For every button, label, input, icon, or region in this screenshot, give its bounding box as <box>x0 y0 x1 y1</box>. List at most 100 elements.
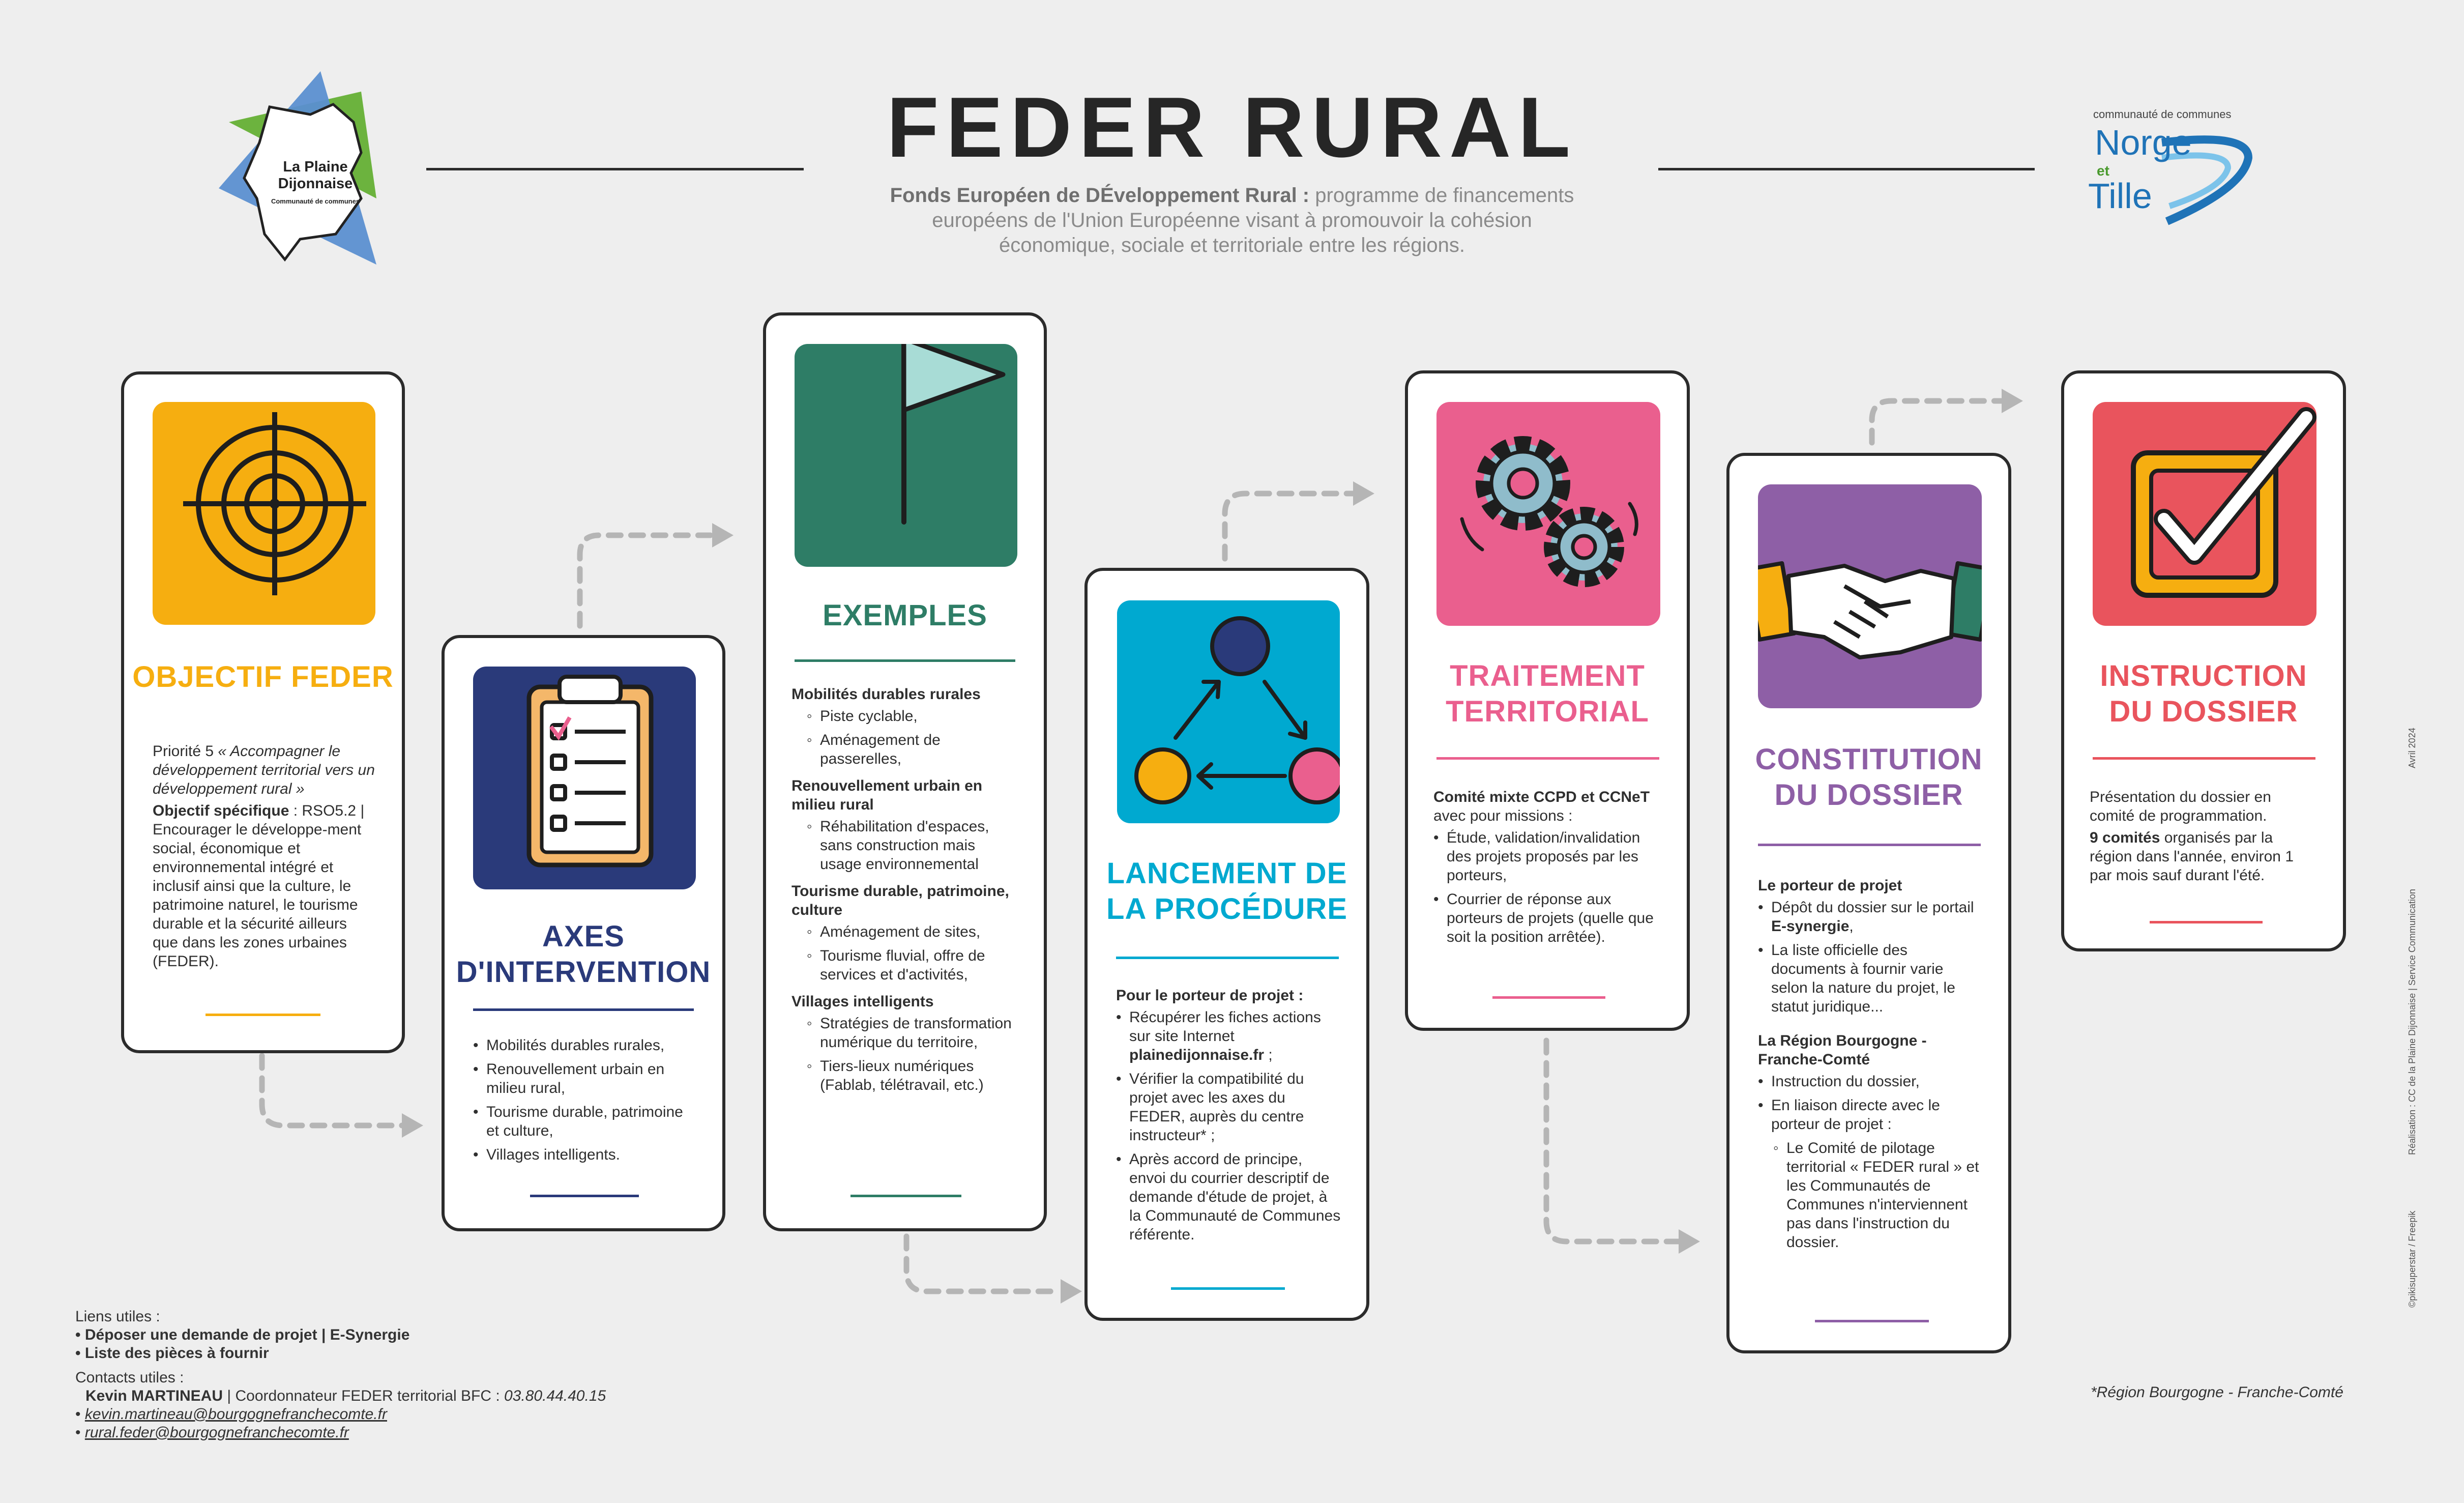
list-item: Tourisme durable, patrimoine et culture, <box>473 1103 697 1140</box>
logo-left-sub: Communauté de communes <box>271 197 360 205</box>
list-item: Vérifier la compatibilité du projet avec… <box>1116 1070 1342 1145</box>
lancement-head: Pour le porteur de projet : <box>1116 987 1304 1004</box>
email-2[interactable]: • rural.feder@bourgognefranchecomte.fr <box>75 1424 349 1441</box>
objectif-priority: Priorité 5 « Accompagner le développemen… <box>153 743 375 797</box>
traitement-title-line2: TERRITORIAL <box>1446 695 1649 728</box>
list-item: Étude, validation/invalidation des proje… <box>1433 828 1662 885</box>
norge-tille-swoosh <box>2161 135 2253 225</box>
title-divider-left <box>426 168 804 170</box>
card-constitution-dossier: CONSTITUTION DU DOSSIER Le porteur de pr… <box>1726 453 2011 1353</box>
flag-icon <box>795 344 1017 567</box>
list-item: Courrier de réponse aux porteurs de proj… <box>1433 890 1662 946</box>
constitution-bottom-line <box>1815 1320 1929 1322</box>
credit-images: ©pikisuperstar / Freepik <box>2407 1210 2417 1308</box>
exemples-bottom-line <box>850 1195 961 1197</box>
constitution-body: Le porteur de projet Dépôt du dossier su… <box>1758 876 1984 1257</box>
lancement-title-line2: LA PROCÉDURE <box>1106 892 1347 926</box>
traitement-body: Comité mixte CCPD et CCNeT avec pour mis… <box>1433 788 1662 951</box>
lancement-underline <box>1116 957 1339 959</box>
list-item: Piste cyclable, <box>807 707 1020 726</box>
title-divider-right <box>1658 168 2035 170</box>
exemples-group1-head: Mobilités durables rurales <box>791 686 981 703</box>
list-item: Réhabilitation d'espaces, sans construct… <box>807 817 1020 874</box>
region-footnote: *Région Bourgogne - Franche-Comté <box>2091 1384 2343 1401</box>
exemples-group2-head: Renouvellement urbain en milieu rural <box>791 777 983 813</box>
credit-date: Avril 2024 <box>2407 728 2417 768</box>
lancement-body: Pour le porteur de projet : Récupérer le… <box>1116 986 1342 1249</box>
instruction-p1: Présentation du dossier en comité de pro… <box>2090 789 2271 824</box>
traitement-underline <box>1436 757 1659 760</box>
checkbox-icon <box>2093 402 2316 626</box>
objectif-body: Priorité 5 « Accompagner le développemen… <box>153 742 376 974</box>
logo-right-small: communauté de communes <box>2093 108 2232 121</box>
lancement-title: LANCEMENT DE LA PROCÉDURE <box>1088 856 1366 927</box>
constitution-underline <box>1758 844 1981 846</box>
instruction-title-line1: INSTRUCTION <box>2100 659 2307 692</box>
lancement-title-line1: LANCEMENT DE <box>1106 857 1347 890</box>
list-item: Villages intelligents. <box>473 1145 697 1164</box>
axes-title-line1: AXES <box>542 920 625 953</box>
list-item: En liaison directe avec le porteur de pr… <box>1758 1096 1984 1134</box>
list-item: Le Comité de pilotage territorial « FEDE… <box>1773 1139 1984 1252</box>
exemples-title: EXEMPLES <box>823 599 987 632</box>
card-exemples: EXEMPLES Mobilités durables rurales Pist… <box>763 312 1047 1231</box>
card-lancement-procedure: LANCEMENT DE LA PROCÉDURE Pour le porteu… <box>1084 568 1369 1321</box>
exemples-group3-head: Tourisme durable, patrimoine, culture <box>791 883 1009 918</box>
gears-icon <box>1436 402 1660 626</box>
card-traitement-territorial: TRAITEMENT TERRITORIAL Comité mixte CCPD… <box>1405 370 1690 1031</box>
card-objectif-feder: OBJECTIF FEDER Priorité 5 « Accompagner … <box>121 371 405 1053</box>
objectif-bottom-line <box>206 1014 320 1016</box>
link-deposer[interactable]: • Déposer une demande de projet | E-Syne… <box>75 1326 410 1343</box>
logo-left-name: La Plaine Dijonnaise <box>278 159 353 192</box>
list-item: Aménagement de passerelles, <box>807 731 1020 768</box>
link-liste-pieces[interactable]: • Liste des pièces à fournir <box>75 1345 269 1362</box>
logo-right-tille: Tille <box>2088 176 2152 216</box>
traitement-intro: Comité mixte CCPD et CCNeT avec pour mis… <box>1433 789 1650 824</box>
constitution-title-line2: DU DOSSIER <box>1774 778 1963 812</box>
list-item: Aménagement de sites, <box>807 922 1020 941</box>
useful-links: Liens utiles : • Déposer une demande de … <box>75 1308 686 1442</box>
email-1[interactable]: • kevin.martineau@bourgognefranchecomte.… <box>75 1406 387 1423</box>
list-item: Mobilités durables rurales, <box>473 1036 697 1055</box>
exemples-underline <box>795 659 1015 662</box>
instruction-body: Présentation du dossier en comité de pro… <box>2090 788 2319 888</box>
list-item: Après accord de principe, envoi du courr… <box>1116 1150 1342 1244</box>
card-axes-intervention: AXES D'INTERVENTION Mobilités durables r… <box>442 635 725 1231</box>
list-item: La liste officielle des documents à four… <box>1758 941 1984 1016</box>
lancement-bottom-line <box>1171 1287 1285 1290</box>
list-item: Instruction du dossier, <box>1758 1072 1984 1091</box>
list-item: Dépôt du dossier sur le portail E-synerg… <box>1758 898 1984 936</box>
traitement-title-line1: TRAITEMENT <box>1450 659 1645 692</box>
list-item: Renouvellement urbain en milieu rural, <box>473 1060 697 1097</box>
objectif-title: OBJECTIF FEDER <box>132 660 394 693</box>
objectif-specific: Objectif spécifique : RSO5.2 | Encourage… <box>153 802 365 970</box>
instruction-p2: 9 comités organisés par la région dans l… <box>2090 829 2294 884</box>
axes-bottom-line <box>530 1195 639 1197</box>
traitement-title: TRAITEMENT TERRITORIAL <box>1408 658 1687 730</box>
list-item: Récupérer les fiches actions sur site In… <box>1116 1008 1342 1064</box>
handshake-icon <box>1758 484 1982 708</box>
page-title: FEDER RURAL <box>887 79 1577 175</box>
axes-list: Mobilités durables rurales, Renouvelleme… <box>473 1036 697 1169</box>
axes-underline <box>473 1008 694 1011</box>
instruction-underline <box>2093 757 2315 760</box>
links-title: Liens utiles : <box>75 1308 160 1325</box>
subtitle-rest: programme de financements européens de l… <box>932 184 1574 256</box>
list-item: Stratégies de transformation numérique d… <box>807 1014 1020 1052</box>
instruction-title-line2: DU DOSSIER <box>2109 695 2298 728</box>
instruction-title: INSTRUCTION DU DOSSIER <box>2064 658 2343 730</box>
constitution-head2: La Région Bourgogne - Franche-Comté <box>1758 1032 1927 1068</box>
contacts-title: Contacts utiles : <box>75 1369 184 1386</box>
contact-line: Kevin MARTINEAU | Coordonnateur FEDER te… <box>85 1388 606 1404</box>
axes-title-line2: D'INTERVENTION <box>456 956 711 989</box>
traitement-bottom-line <box>1492 996 1605 999</box>
credit-realisation: Réalisation : CC de la Plaine Dijonnaise… <box>2407 889 2417 1155</box>
logo-right-et: et <box>2097 163 2109 179</box>
list-item: Tiers-lieux numériques (Fablab, télétrav… <box>807 1057 1020 1094</box>
card-instruction-dossier: INSTRUCTION DU DOSSIER Présentation du d… <box>2061 370 2346 951</box>
constitution-title-line1: CONSTITUTION <box>1755 743 1983 776</box>
axes-title: AXES D'INTERVENTION <box>445 919 722 990</box>
list-item: Tourisme fluvial, offre de services et d… <box>807 946 1020 984</box>
cycle-icon <box>1117 600 1340 823</box>
